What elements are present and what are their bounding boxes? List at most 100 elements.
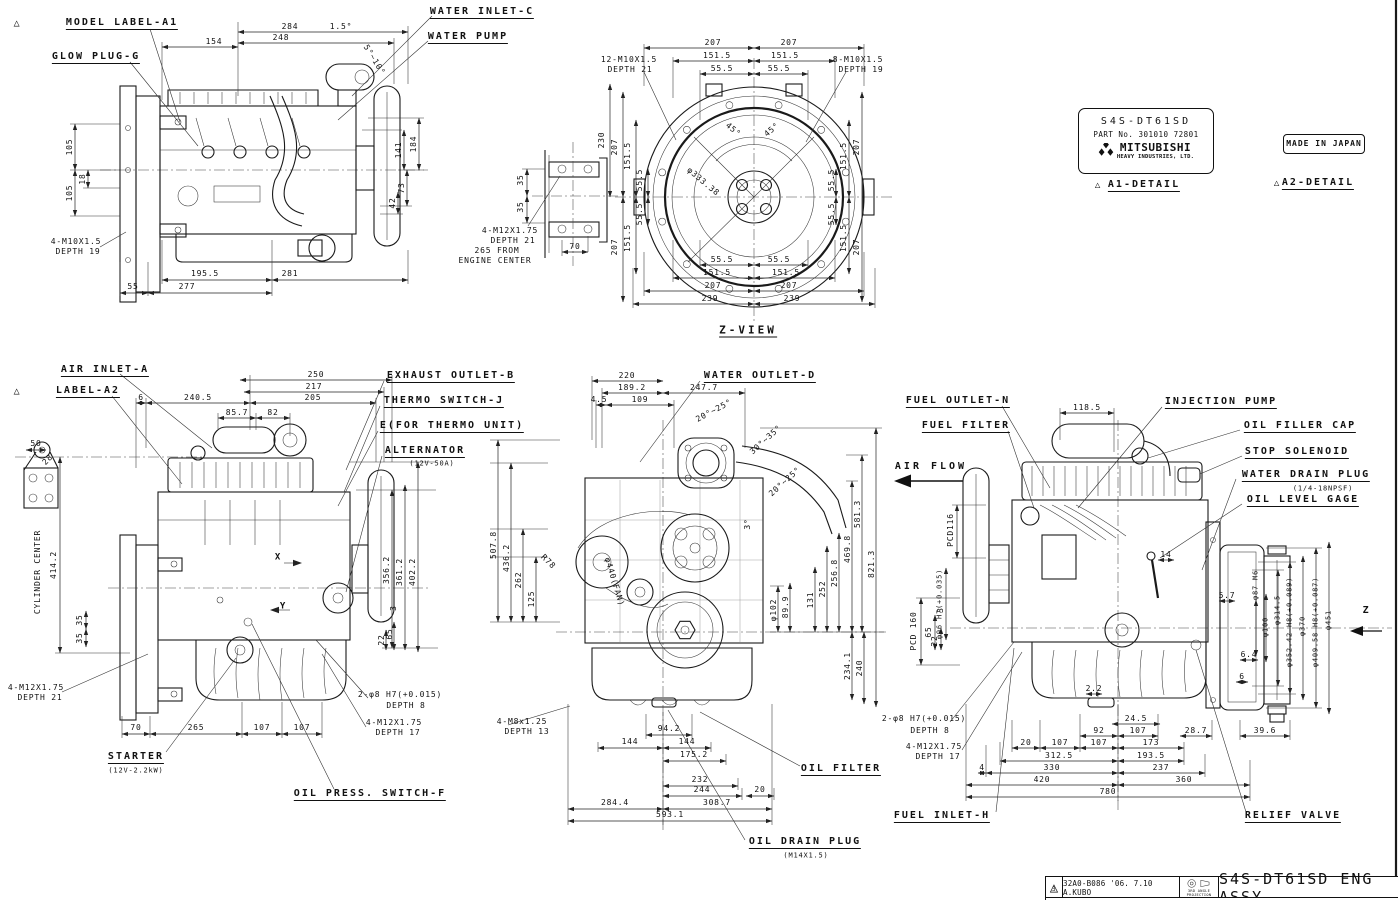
dim: 151.5	[702, 51, 732, 60]
triangle-icon: △	[13, 18, 21, 29]
dim: 70	[569, 242, 581, 251]
dim: 581.3	[853, 499, 862, 529]
revision-cell: △ 3	[1046, 877, 1063, 898]
dim: 6.4	[1240, 650, 1258, 659]
view-bracket	[522, 142, 618, 266]
dim: 234.1	[843, 651, 852, 681]
dim: 593.1	[655, 810, 685, 819]
dim: φ100	[1261, 616, 1270, 638]
caption-a1-detail: A1-DETAIL	[1107, 179, 1181, 192]
dim: 5°~10°	[361, 43, 388, 77]
thread-callout: 12-M10X1.5	[600, 55, 658, 64]
dim: 230	[597, 131, 606, 149]
dim: 207	[704, 281, 722, 290]
dim: PCD116	[946, 513, 955, 547]
dim: 42	[388, 197, 397, 209]
nameplate-part-no: PART No. 301010 72801	[1093, 130, 1199, 139]
dim: 239	[701, 294, 719, 303]
dim: 105	[65, 184, 74, 202]
dim: 247.7	[689, 383, 719, 392]
dim: 308.7	[702, 798, 732, 807]
dim: 175.2	[679, 750, 709, 759]
view-front	[490, 376, 886, 841]
dim: 414.2	[49, 550, 58, 580]
dim: 20°~25°	[694, 397, 734, 424]
caption-a2-detail: A2-DETAIL	[1281, 177, 1355, 190]
dim: φ440(FAN)	[602, 556, 627, 608]
dim: 22	[930, 635, 939, 647]
dim: R78	[539, 552, 558, 571]
dim: 73	[397, 182, 406, 194]
dim: φ314.5	[1273, 594, 1282, 626]
label-cylinder-center: CYLINDER CENTER	[33, 529, 42, 615]
dim: 20	[754, 785, 766, 794]
thread-callout: 8-M10X1.5	[832, 55, 884, 64]
dim: 244	[693, 785, 711, 794]
dim: 151.5	[702, 268, 732, 277]
label-air-flow: AIR FLOW	[894, 461, 968, 472]
thread-callout: 4-M12X1.75	[481, 226, 539, 235]
dim: 1.5°	[329, 22, 353, 31]
a1-detail-nameplate: S4S-DT61SD PART No. 301010 72801 MITSUBI…	[1078, 108, 1214, 174]
revision-number: 3	[1052, 886, 1056, 893]
thread-callout: 265 FROM	[474, 246, 520, 255]
label-oil-press-switch-f: OIL PRESS. SWITCH-F	[293, 788, 447, 801]
label-water-inlet-c: WATER INLET-C	[429, 6, 535, 19]
dim: 55.5	[767, 64, 791, 73]
label-injection-pump: INJECTION PUMP	[1164, 396, 1278, 409]
dim: 24.5	[1124, 714, 1148, 723]
triangle-icon: △	[1273, 178, 1281, 189]
dim: 195.5	[190, 269, 220, 278]
dim: 420	[1033, 775, 1051, 784]
z-direction-arrow-icon	[1350, 626, 1363, 636]
dim: 205	[304, 393, 322, 402]
dim: 28.7	[1184, 726, 1208, 735]
label-air-inlet-a: AIR INLET-A	[60, 364, 150, 377]
revision-triangle-icon: △	[1049, 879, 1059, 896]
thread-callout: 4-M10X1.5	[50, 237, 102, 246]
dim: 312.5	[1044, 751, 1074, 760]
dim: 780	[1099, 787, 1117, 796]
dim: 184	[409, 135, 418, 153]
dim: 5.7	[1218, 591, 1236, 600]
dim: φ333.38	[685, 165, 722, 198]
dim: φ96 H7(+0.035)	[935, 568, 944, 640]
label-exhaust-outlet-b: EXHAUST OUTLET-B	[386, 370, 516, 383]
air-flow-arrow-icon	[894, 474, 911, 488]
dim: 125	[527, 590, 536, 608]
thread-callout: 4-M8x1.25	[496, 717, 548, 726]
dim: 361.2	[395, 557, 404, 587]
thread-callout: DEPTH 19	[55, 247, 101, 256]
thread-callout: DEPTH 8	[386, 701, 426, 710]
label-starter-spec: (12V-2.2kW)	[108, 766, 164, 775]
dim: 35	[516, 201, 525, 213]
dim: 30°~35°	[748, 423, 784, 457]
dim: 151.5	[839, 223, 848, 253]
label-fuel-inlet-h: FUEL INLET-H	[893, 810, 991, 823]
dim: 39.6	[1253, 726, 1277, 735]
dim: 2.2	[1085, 684, 1103, 693]
thread-callout: DEPTH 21	[17, 693, 63, 702]
view-left-side-top	[70, 15, 433, 303]
label-oil-filter: OIL FILTER	[800, 763, 882, 776]
dim: 507.8	[489, 530, 498, 560]
dim: 330	[1043, 763, 1061, 772]
dim: 55.5	[827, 168, 836, 192]
projection-cell: 3RD ANGLE PROJECTION	[1180, 877, 1219, 898]
dim: 207	[610, 138, 619, 156]
dim: 89.9	[781, 595, 790, 619]
dim: 55	[127, 282, 139, 291]
dim: 360	[1175, 775, 1193, 784]
view-caption-z: Z-VIEW	[719, 323, 777, 338]
thread-callout: 2-φ8 H7(+0.015)	[357, 690, 443, 699]
dim: 265	[187, 723, 205, 732]
dim: 14	[1160, 550, 1172, 559]
dim: 92	[1093, 726, 1105, 735]
dim: 55.5	[635, 202, 644, 226]
view-left-side	[15, 373, 438, 790]
thread-callout: DEPTH 13	[504, 727, 550, 736]
dim: 3°	[743, 518, 752, 530]
dim: 6	[1239, 672, 1245, 681]
dim: 45°	[723, 120, 743, 139]
